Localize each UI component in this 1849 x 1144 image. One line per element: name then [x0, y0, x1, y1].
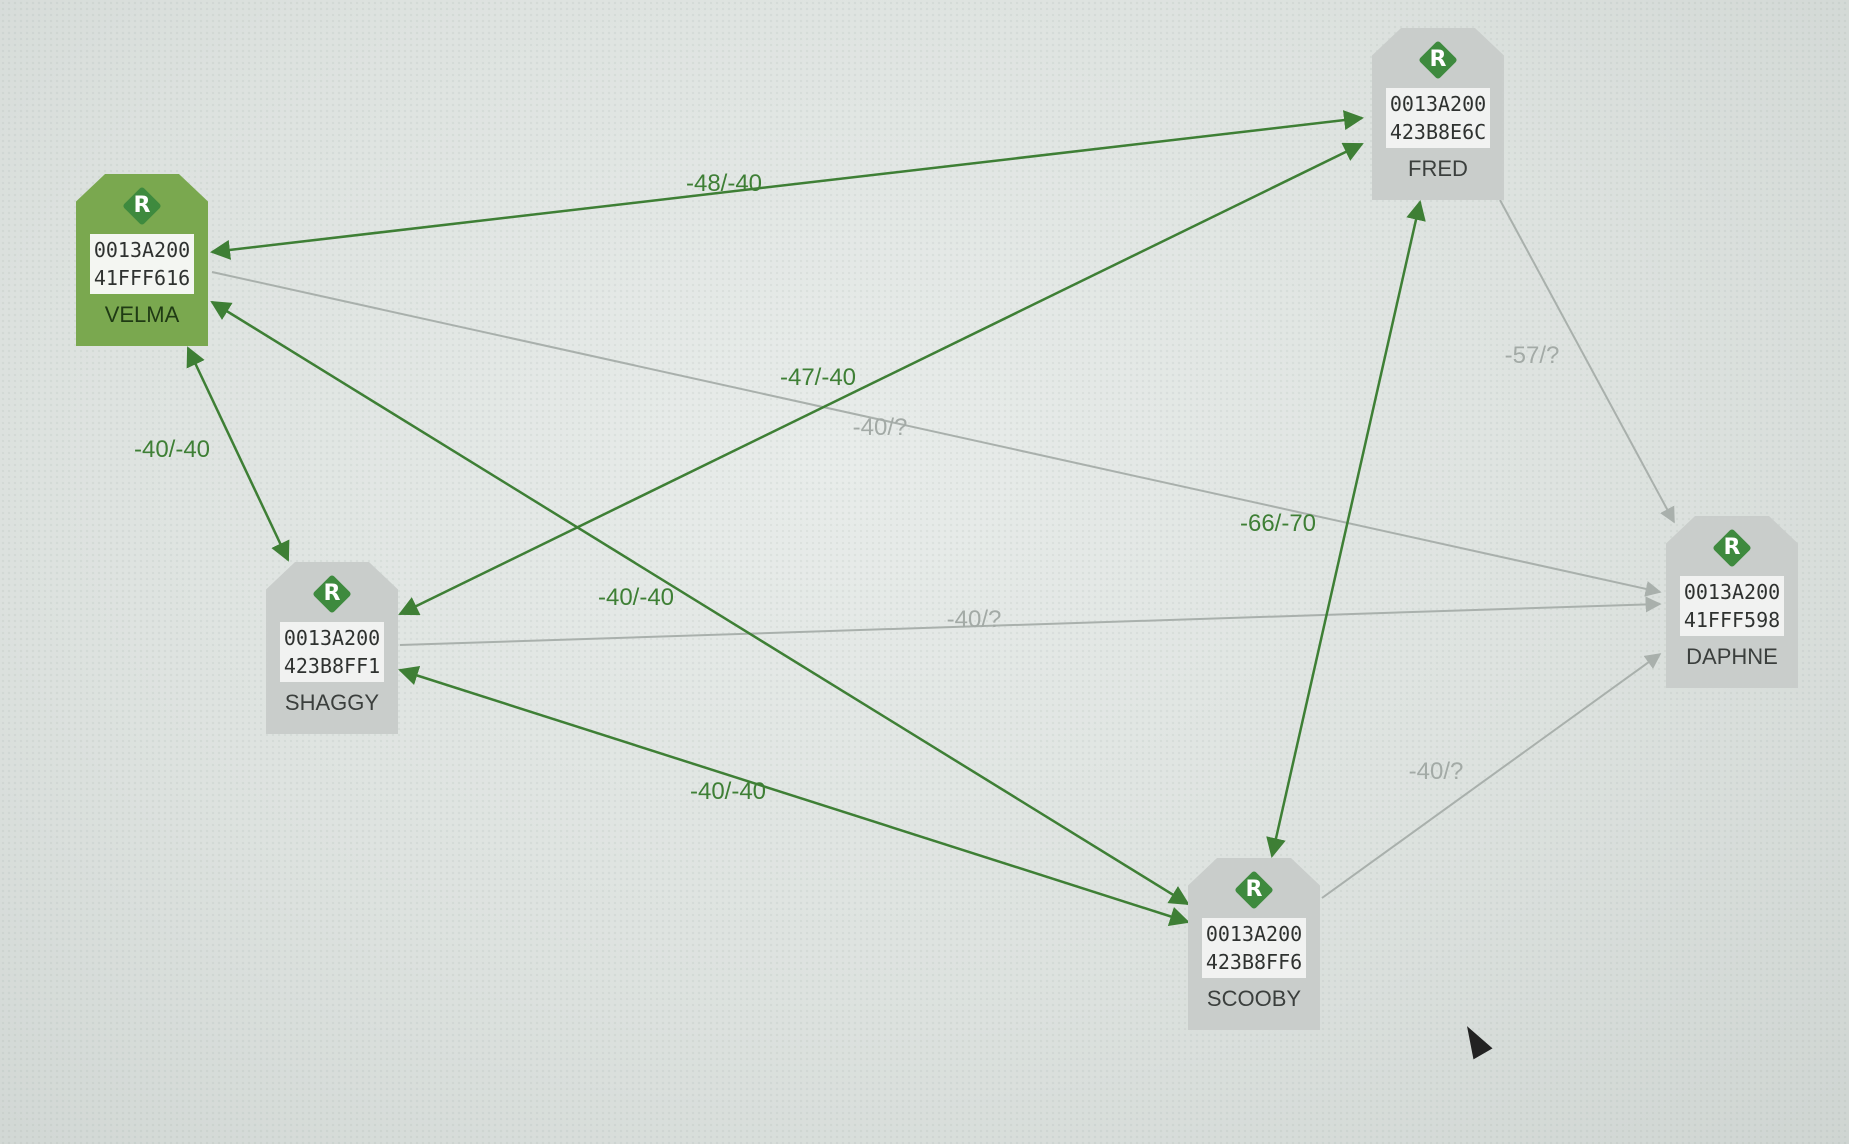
node-address: 0013A200 423B8FF6 [1201, 918, 1307, 978]
link-fred-scooby[interactable] [1266, 200, 1426, 858]
node-name: SHAGGY [284, 690, 380, 715]
link-label-shaggy-daphne: -40/? [946, 606, 1002, 633]
node-shaggy[interactable]: R 0013A200 423B8FF1 SHAGGY [266, 562, 398, 734]
link-label-velma-scooby: -40/-40 [597, 584, 675, 611]
router-icon: R [1234, 870, 1274, 910]
link-fred-daphne[interactable] [1499, 199, 1675, 524]
link-label-shaggy-fred: -47/-40 [779, 364, 857, 391]
link-label-velma-daphne: -40/? [852, 414, 908, 441]
link-shaggy-fred[interactable] [398, 142, 1364, 616]
link-label-velma-shaggy: -40/-40 [133, 436, 211, 463]
link-shaggy-scooby[interactable] [398, 665, 1190, 927]
node-name: FRED [1408, 156, 1468, 181]
node-name: DAPHNE [1686, 644, 1778, 669]
router-icon: R [1712, 528, 1752, 568]
link-label-velma-fred: -48/-40 [685, 170, 763, 197]
link-label-shaggy-scooby: -40/-40 [689, 778, 767, 805]
router-icon: R [312, 574, 352, 614]
link-label-scooby-daphne: -40/? [1408, 758, 1464, 785]
link-velma-fred[interactable] [210, 110, 1364, 260]
router-icon: R [1418, 40, 1458, 80]
node-name: SCOOBY [1206, 986, 1302, 1011]
node-fred[interactable]: R 0013A200 423B8E6C FRED [1372, 28, 1504, 200]
node-address: 0013A200 423B8E6C [1385, 88, 1491, 148]
node-name: VELMA [104, 302, 180, 327]
link-scooby-daphne[interactable] [1321, 653, 1662, 899]
node-velma[interactable]: R 0013A200 41FFF616 VELMA [76, 174, 208, 346]
link-shaggy-daphne[interactable] [399, 596, 1662, 646]
node-address: 0013A200 41FFF616 [89, 234, 195, 294]
node-address: 0013A200 423B8FF1 [279, 622, 385, 682]
node-daphne[interactable]: R 0013A200 41FFF598 DAPHNE [1666, 516, 1798, 688]
link-label-fred-scooby: -66/-70 [1239, 510, 1317, 537]
node-address: 0013A200 41FFF598 [1679, 576, 1785, 636]
link-velma-daphne[interactable] [211, 271, 1662, 597]
node-scooby[interactable]: R 0013A200 423B8FF6 SCOOBY [1188, 858, 1320, 1030]
router-icon: R [122, 186, 162, 226]
link-label-fred-daphne: -57/? [1504, 342, 1560, 369]
